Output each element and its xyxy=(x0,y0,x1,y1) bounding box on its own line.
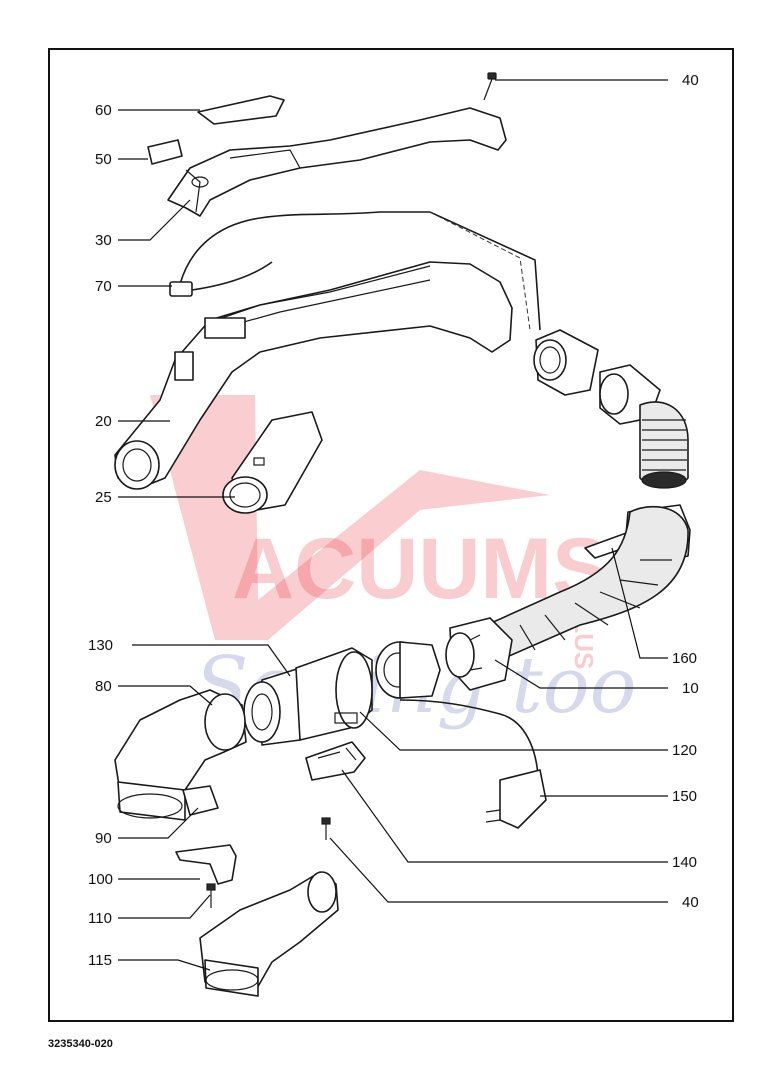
part-90-clip xyxy=(182,785,219,816)
callout-30: 30 xyxy=(95,232,112,249)
callout-70: 70 xyxy=(95,278,112,295)
callout-160: 160 xyxy=(672,650,697,667)
callout-110: 110 xyxy=(88,910,112,927)
part-40-screw-bottom xyxy=(321,817,331,840)
part-20-end-opening xyxy=(114,440,160,490)
callout-10: 10 xyxy=(682,680,699,697)
callout-50: 50 xyxy=(95,151,112,168)
part-25-tube xyxy=(222,411,323,514)
part-110-screw xyxy=(206,883,216,908)
part-50-button xyxy=(147,139,183,165)
leader-lines xyxy=(118,79,668,971)
callout-80: 80 xyxy=(95,678,112,695)
callout-100: 100 xyxy=(88,871,113,888)
callout-115: 115 xyxy=(88,952,112,969)
callout-20: 20 xyxy=(95,413,112,430)
part-70-cable xyxy=(169,211,541,331)
part-115-lower-elbow xyxy=(199,871,339,997)
part-100-bracket xyxy=(175,844,237,885)
callout-150: 150 xyxy=(672,788,697,805)
part-130-sleeve xyxy=(243,667,301,746)
callout-120: 120 xyxy=(672,742,697,759)
part-30-upper-handle xyxy=(167,107,507,217)
callout-labels: 40 60 50 30 70 20 25 160 10 130 80 120 1… xyxy=(88,72,699,969)
part-60-cover xyxy=(197,95,285,125)
part-120-motor-housing xyxy=(295,647,373,741)
document-number: 3235340-020 xyxy=(48,1038,113,1050)
callout-140: 140 xyxy=(672,854,697,871)
part-140-switch-housing xyxy=(305,741,366,781)
callout-40-top: 40 xyxy=(682,72,699,89)
callout-90: 90 xyxy=(95,830,112,847)
part-hose-upper xyxy=(639,401,689,489)
part-20-lower-handle xyxy=(114,261,513,489)
part-hose-connector-upper xyxy=(533,329,599,396)
part-10-hose-end xyxy=(445,617,513,691)
callout-130: 130 xyxy=(88,637,113,654)
diagram-frame xyxy=(48,48,734,1022)
part-connector-ring xyxy=(375,641,441,699)
part-150-plug-cable xyxy=(399,699,547,829)
callout-60: 60 xyxy=(95,102,112,119)
part-80-elbow xyxy=(114,689,247,821)
part-40-screw-top xyxy=(483,72,497,101)
part-hose-lower xyxy=(479,505,689,661)
callout-40-bottom: 40 xyxy=(682,894,699,911)
callout-25: 25 xyxy=(95,489,112,506)
